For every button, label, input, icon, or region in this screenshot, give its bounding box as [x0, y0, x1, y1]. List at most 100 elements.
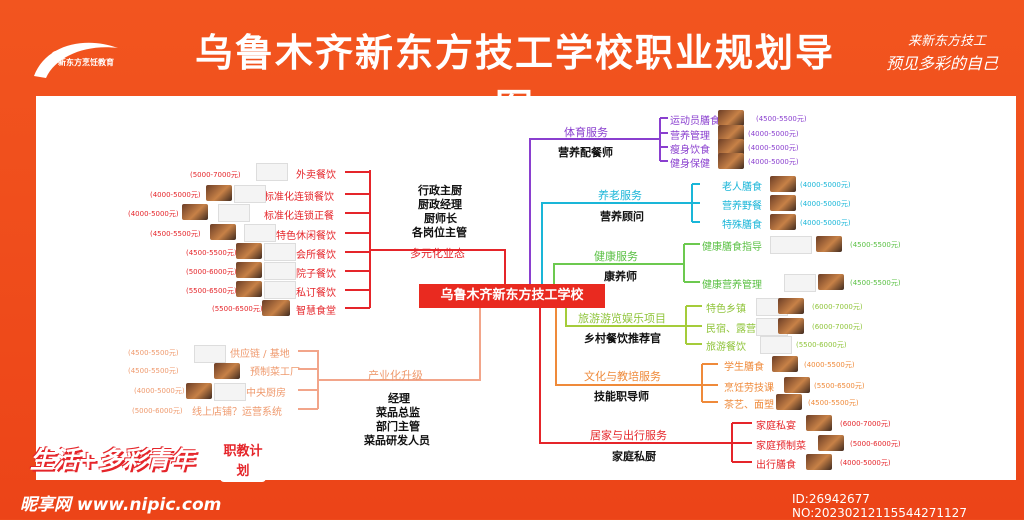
salary-text: (4000-5000元) [748, 130, 799, 138]
food-photo [236, 281, 262, 297]
brand-logo-icon [264, 243, 296, 261]
role-label: 康养师 [604, 270, 637, 283]
food-photo [818, 274, 844, 290]
role-label: 家庭私厨 [612, 450, 656, 463]
branch-label-tourism: 旅游游览娱乐项目 [578, 312, 666, 325]
salary-text: (5500-6500元) [814, 382, 865, 390]
salary-text: (4500-5500元) [808, 399, 859, 407]
list-item: 瘦身饮食 [670, 145, 710, 156]
list-item: 民宿、露营 [706, 324, 756, 335]
food-photo [718, 153, 744, 169]
badge-tag: 职教计划 [220, 442, 266, 482]
brand-logo-icon [264, 262, 296, 280]
role-label: 经理 [388, 392, 410, 405]
food-photo [784, 377, 810, 393]
salary-text: (4500-5500元) [850, 241, 901, 249]
role-label: 菜品总监 [376, 406, 420, 419]
branch-label-industrial: 产业化升级 [368, 369, 423, 382]
list-item: 智慧食堂 [296, 306, 336, 317]
food-photo [718, 110, 744, 126]
food-photo [210, 224, 236, 240]
role-label: 厨政经理 [418, 198, 462, 211]
salary-text: (4000-5000元) [128, 210, 179, 218]
role-label: 营养配餐师 [558, 146, 613, 159]
food-photo [770, 195, 796, 211]
salary-text: (4000-5000元) [134, 387, 185, 395]
salary-text: (5500-6000元) [796, 341, 847, 349]
role-label: 部门主管 [376, 420, 420, 433]
food-photo [186, 383, 212, 399]
list-item: 健康营养管理 [702, 280, 762, 291]
salary-text: (4000-5000元) [840, 459, 891, 467]
slogan-line2: 预见多彩的自己 [886, 54, 999, 73]
food-photo [776, 394, 802, 410]
food-photo [770, 214, 796, 230]
center-node: 乌鲁木齐新东方技工学校 [419, 284, 605, 308]
role-label: 乡村餐饮推荐官 [584, 332, 661, 345]
colorful-youth-badge: 生活+多彩青年 COLOURFUL YOUTH 职教计划 [30, 440, 274, 488]
slogan-line1: 来新东方技工 [908, 34, 987, 49]
salary-text: (4500-5500元) [186, 249, 237, 257]
list-item: 烹饪劳技课 [724, 383, 774, 394]
food-photo [236, 243, 262, 259]
list-item: 特色休闲餐饮 [276, 231, 336, 242]
salary-text: (5000-7000元) [190, 171, 241, 179]
salary-text: (4000-5000元) [800, 181, 851, 189]
salary-text: (4500-5500元) [128, 349, 179, 357]
brand-logo-icon [218, 204, 250, 222]
brand-logo-icon [760, 336, 792, 354]
salary-text: (4000-5000元) [748, 158, 799, 166]
salary-text: (4000-5000元) [800, 219, 851, 227]
salary-text: (5000-6000元) [850, 440, 901, 448]
list-item: 特色乡镇 [706, 304, 746, 315]
salary-text: (4500-5500元) [756, 115, 807, 123]
food-photo [806, 454, 832, 470]
food-photo [818, 435, 844, 451]
branch-label-diversified: 多元化业态 [410, 247, 465, 260]
role-label: 行政主厨 [418, 184, 462, 197]
food-photo [770, 176, 796, 192]
role-label: 各岗位主管 [412, 226, 467, 239]
salary-text: (4500-5500元) [128, 367, 179, 375]
branch-label-culture: 文化与教培服务 [584, 370, 661, 383]
logo-swoosh-icon [34, 42, 118, 78]
food-photo [806, 415, 832, 431]
food-photo [214, 363, 240, 379]
role-label: 菜品研发人员 [364, 434, 430, 447]
list-item: 供应链 / 基地 [230, 349, 290, 360]
salary-text: (6000-7000元) [812, 323, 863, 331]
salary-text: (5500-6500元) [212, 305, 263, 313]
list-item: 预制菜工厂 [250, 367, 300, 378]
salary-text: (6000-7000元) [840, 420, 891, 428]
food-photo [206, 185, 232, 201]
brand-logo-icon [194, 345, 226, 363]
list-item: 营养管理 [670, 131, 710, 142]
food-photo [182, 204, 208, 220]
list-item: 健身保健 [670, 159, 710, 170]
logo-name: 新东方烹饪教育 [58, 58, 114, 67]
food-photo [718, 139, 744, 155]
watermark-text: 昵享网 www.nipic.com [20, 495, 222, 515]
salary-text: (6000-7000元) [812, 303, 863, 311]
list-item: 老人膳食 [722, 182, 762, 193]
brand-logo-icon [784, 274, 816, 292]
salary-text: (4000-5500元) [804, 361, 855, 369]
list-item: 标准化连锁餐饮 [264, 192, 334, 203]
badge-main-text: 生活+多彩青年 [30, 446, 195, 474]
food-photo [718, 125, 744, 141]
branch-label-elderly: 养老服务 [598, 189, 642, 202]
list-item: 私订餐饮 [296, 288, 336, 299]
list-item: 线上店铺？运营系统 [192, 407, 282, 418]
salary-text: (4000-5000元) [748, 144, 799, 152]
food-photo [778, 318, 804, 334]
branch-label-sports: 体育服务 [564, 126, 608, 139]
brand-logo-icon [264, 281, 296, 299]
list-item: 家庭私宴 [756, 421, 796, 432]
brand-logo-icon [256, 163, 288, 181]
food-photo [778, 298, 804, 314]
role-label: 技能职导师 [594, 390, 649, 403]
list-item: 茶艺、面塑 [724, 400, 774, 411]
list-item: 出行膳食 [756, 460, 796, 471]
list-item: 标准化连锁正餐 [264, 211, 334, 222]
